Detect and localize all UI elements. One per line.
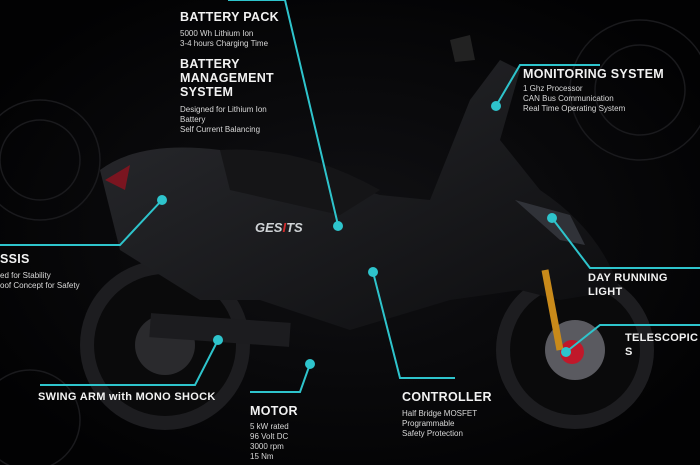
chassis-dot (157, 195, 167, 205)
seat (220, 149, 380, 215)
monitoring-line: CAN Bus Communication (523, 94, 614, 103)
bms-title: BATTERY (180, 57, 240, 71)
bms-callout: BATTERY MANAGEMENT SYSTEM Designed for L… (180, 57, 274, 135)
monitoring-title: MONITORING SYSTEM (523, 67, 664, 81)
bms-line: Designed for Lithium Ion (180, 105, 267, 114)
background-sketch (0, 19, 700, 465)
motor-callout: MOTOR 5 kW rated 96 Volt DC 3000 rpm 15 … (250, 404, 298, 462)
controller-title: CONTROLLER (402, 390, 492, 404)
callout-dots (157, 101, 571, 369)
monitoring-line: Real Time Operating System (523, 104, 626, 113)
battery-pack-callout: BATTERY PACK 5000 Wh Lithium Ion 3-4 hou… (180, 10, 279, 49)
battery-pack-title: BATTERY PACK (180, 10, 279, 24)
controller-callout: CONTROLLER Half Bridge MOSFET Programmab… (402, 390, 492, 439)
monitoring-line: 1 Ghz Processor (523, 84, 583, 93)
motor-line: 96 Volt DC (250, 432, 289, 441)
motor-dot (305, 359, 315, 369)
motor-line: 15 Nm (250, 452, 274, 461)
front-wheel (496, 271, 654, 429)
controller-line: Safety Protection (402, 429, 463, 438)
drl-title: DAY RUNNING LIGHT (588, 272, 668, 298)
mirror (450, 35, 475, 62)
swing-arm (149, 313, 291, 347)
swing-arm-title: SWING ARM with MONO SHOCK (38, 391, 216, 403)
controller-line: Programmable (402, 419, 455, 428)
controller-dot (368, 267, 378, 277)
bms-title: SYSTEM (180, 85, 234, 99)
motor-line: 5 kW rated (250, 422, 289, 431)
motor-title: MOTOR (250, 404, 298, 418)
chassis-line: oof Concept for Safety (0, 281, 80, 290)
bms-title: MANAGEMENT (180, 71, 274, 85)
chassis-title: SSIS (0, 252, 30, 266)
tail-light (105, 165, 130, 190)
battery-pack-line: 3-4 hours Charging Time (180, 39, 269, 48)
swing-arm-dot (213, 335, 223, 345)
bms-line: Battery (180, 115, 206, 124)
monitoring-callout: MONITORING SYSTEM 1 Ghz Processor CAN Bu… (523, 67, 664, 114)
chassis-line: ed for Stability (0, 271, 51, 280)
telescopic-dot (561, 347, 571, 357)
monitoring-dot (491, 101, 501, 111)
chassis-callout: SSIS ed for Stability oof Concept for Sa… (0, 252, 80, 291)
controller-line: Half Bridge MOSFET (402, 409, 478, 418)
fork (541, 269, 564, 351)
battery-pack-line: 5000 Wh Lithium Ion (180, 29, 254, 38)
battery-dot (333, 221, 343, 231)
brand-logo: GESITS (255, 220, 303, 235)
motor-line: 3000 rpm (250, 442, 284, 451)
drl-dot (547, 213, 557, 223)
callout-lines (0, 0, 700, 393)
telescopic-title: TELESCOPIC S (625, 332, 699, 358)
bms-line: Self Current Balancing (180, 125, 261, 134)
